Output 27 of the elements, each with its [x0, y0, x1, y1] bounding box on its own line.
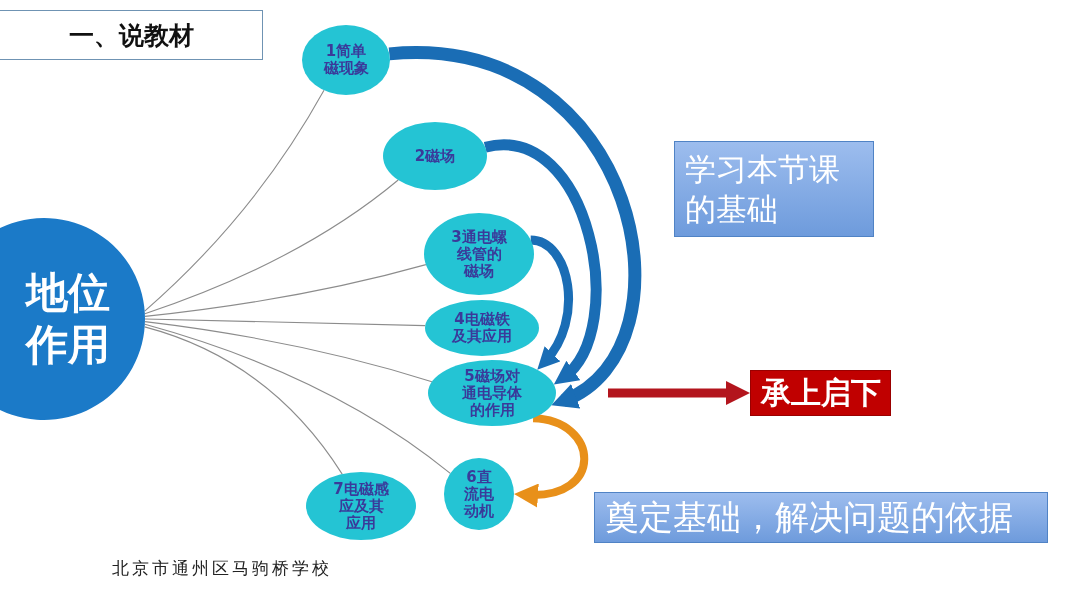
- note-panel: [594, 492, 1048, 543]
- slide-title: 一、说教材: [0, 10, 263, 60]
- connector-line: [144, 326, 343, 475]
- topic-label: 2磁场: [413, 147, 457, 165]
- topic-label: 7电磁感应及其应用: [333, 480, 389, 532]
- topic-label: 5磁场对通电导体的作用: [461, 367, 523, 419]
- highlight-text: 承上启下: [760, 375, 881, 411]
- topic-oval: [428, 360, 556, 426]
- topic-label: 1简单磁现象: [323, 43, 369, 77]
- highlight-panel: [750, 370, 891, 416]
- connector-line: [144, 318, 426, 327]
- curved-arrow: [389, 47, 641, 408]
- connector-line: [144, 323, 451, 474]
- connector-line: [144, 264, 427, 317]
- topic-label: 3通电螺线管的磁场: [450, 228, 508, 280]
- hub-label: 地位作用: [24, 266, 111, 371]
- connector-line: [144, 89, 325, 312]
- note-panel: [674, 141, 874, 237]
- connector-line: [144, 321, 433, 383]
- connector-line: [144, 179, 399, 315]
- note-text: 学习本节课的基础: [685, 149, 841, 229]
- topic-label: 4电磁铁及其应用: [451, 311, 513, 345]
- school-name: 北京市通州区马驹桥学校: [112, 557, 332, 580]
- arrow: [608, 381, 750, 405]
- note-text: 奠定基础，解决问题的依据: [605, 496, 1014, 540]
- topic-label: 6直流电动机: [463, 468, 495, 520]
- curved-arrow: [484, 139, 602, 387]
